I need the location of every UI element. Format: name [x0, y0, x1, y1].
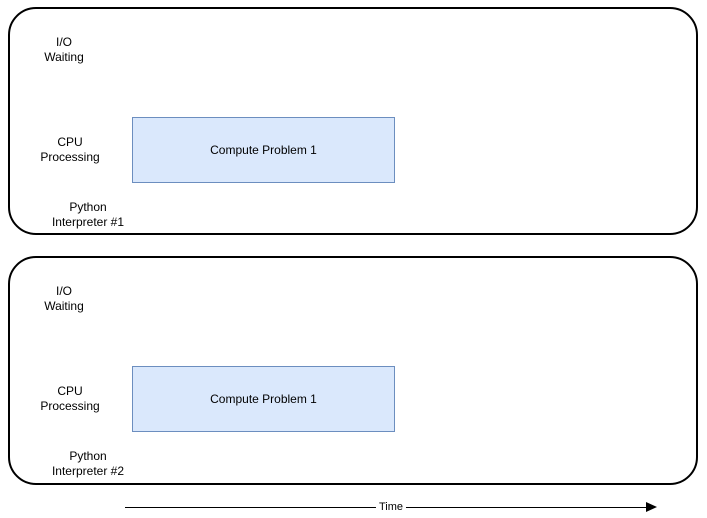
- time-axis-arrowhead-icon: [646, 502, 657, 512]
- interpreter-2-caption: Python Interpreter #2: [51, 449, 125, 478]
- interpreter-1-compute-task-box: Compute Problem 1: [132, 117, 395, 183]
- interpreter-1-compute-task-label: Compute Problem 1: [210, 143, 317, 157]
- interpreter-1-io-waiting-label: I/O Waiting: [44, 35, 84, 64]
- time-axis: Time: [125, 498, 657, 516]
- interpreter-1-cpu-processing-label: CPU Processing: [40, 135, 100, 164]
- interpreter-1-caption: Python Interpreter #1: [51, 200, 125, 229]
- interpreter-2-compute-task-label: Compute Problem 1: [210, 392, 317, 406]
- interpreter-2-io-waiting-label: I/O Waiting: [44, 284, 84, 313]
- interpreter-2-cpu-processing-label: CPU Processing: [40, 384, 100, 413]
- interpreter-2-compute-task-box: Compute Problem 1: [132, 366, 395, 432]
- time-axis-label: Time: [375, 501, 407, 513]
- interpreter-2-panel: I/O Waiting CPU Processing Python Interp…: [8, 256, 698, 485]
- interpreter-1-panel: I/O Waiting CPU Processing Python Interp…: [8, 7, 698, 235]
